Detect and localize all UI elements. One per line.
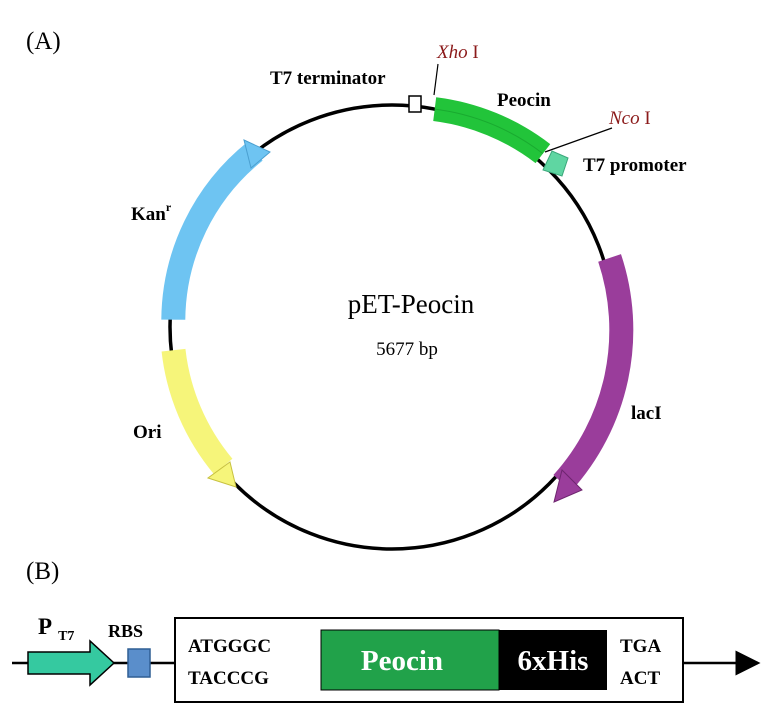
t7-promoter-arrow	[542, 150, 569, 177]
t7-terminator-box	[408, 95, 422, 113]
panel-b-label: (B)	[26, 558, 59, 585]
laci-arrowhead	[553, 469, 583, 503]
t7-promoter-label: T7 promoter	[583, 155, 687, 176]
his-tag-label: 6xHis	[518, 645, 589, 677]
stop-codon-top: TGA	[620, 636, 661, 657]
ori-arrowhead	[206, 461, 237, 488]
laci-arc	[553, 254, 634, 492]
nco-leader-line	[544, 127, 613, 153]
peocin-arc-edge	[434, 108, 544, 154]
stop-codon-bottom: ACT	[620, 668, 660, 689]
ori-arc	[161, 348, 233, 475]
xho-leader-line	[433, 63, 439, 96]
peocin-arc	[433, 97, 551, 164]
t7-terminator-label: T7 terminator	[270, 68, 386, 89]
peocin-gene-box	[320, 629, 500, 691]
plasmid-size: 5677 bp	[376, 339, 438, 360]
xho-site-label: Xho I	[436, 42, 479, 63]
peocin-gene-label: Peocin	[361, 645, 443, 677]
kan-arrowhead	[243, 139, 271, 169]
nco-site-label: Nco I	[608, 108, 651, 129]
plasmid-name: pET-Peocin	[348, 289, 475, 319]
peocin-label: Peocin	[497, 90, 551, 111]
his-tag-box	[499, 630, 607, 690]
kan-arc	[161, 141, 263, 320]
kan-label: Kanr	[131, 200, 172, 225]
rbs-box	[127, 648, 151, 678]
rbs-label: RBS	[108, 621, 143, 641]
start-codon-bottom: TACCCG	[188, 668, 269, 689]
start-codon-top: ATGGGC	[188, 636, 271, 657]
panel-a-label: (A)	[26, 28, 61, 55]
laci-label: lacI	[631, 403, 662, 424]
pt7-arrow	[27, 639, 116, 687]
ori-label: Ori	[133, 422, 162, 443]
